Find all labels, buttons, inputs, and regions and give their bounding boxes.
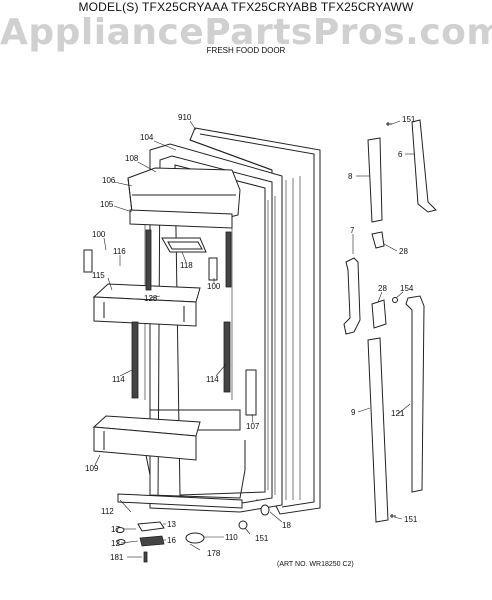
callout: 115	[92, 271, 105, 280]
callout: 108	[125, 154, 139, 163]
callout: 121	[391, 409, 405, 418]
callout: 116	[113, 247, 126, 256]
callout: 109	[85, 464, 99, 473]
callout: 118	[180, 261, 193, 270]
hinge-assembly	[115, 504, 270, 563]
egg-tray	[161, 237, 207, 253]
callout: 12	[111, 539, 120, 548]
callout: 18	[282, 521, 291, 530]
callout: 106	[102, 176, 116, 185]
callout: 107	[246, 422, 260, 431]
callout: 9	[351, 408, 356, 417]
center-bracket	[245, 369, 257, 416]
callout: 17	[111, 525, 120, 534]
callout: 104	[140, 133, 154, 142]
model-list: MODEL(S) TFX25CRYAAA TFX25CRYABB TFX25CR…	[78, 0, 414, 14]
callout: 16	[167, 536, 176, 545]
callout: 6	[398, 150, 403, 159]
callout: 28	[378, 284, 387, 293]
handle-parts	[343, 119, 437, 523]
callout: 151	[402, 115, 416, 124]
callout: 8	[348, 172, 353, 181]
dairy-bin	[129, 209, 233, 229]
callout: 910	[178, 113, 192, 122]
callout: 13	[167, 520, 176, 529]
leader-lines	[94, 120, 414, 558]
callout: 28	[399, 247, 408, 256]
callout: 100	[92, 230, 106, 239]
callout: 100	[207, 282, 221, 291]
section-title: FRESH FOOD DOOR	[206, 46, 286, 55]
callout: 112	[101, 507, 114, 516]
bin-support-rails	[83, 229, 232, 399]
callout: 151	[404, 515, 418, 524]
callout: 128	[144, 294, 158, 303]
door-bin-upper	[92, 283, 201, 327]
door-bin-lower	[92, 415, 201, 461]
callout: 110	[225, 533, 238, 542]
callout: 154	[400, 284, 414, 293]
callout: 178	[207, 549, 221, 558]
bottom-trim	[117, 493, 243, 509]
callout: 114	[112, 375, 125, 384]
callout: 151	[255, 534, 269, 543]
callout: 105	[100, 200, 114, 209]
callout: 114	[206, 375, 219, 384]
callout-labels: 910 104 108 106 105 100 116 118 115 128 …	[85, 113, 418, 562]
callout: 181	[110, 553, 124, 562]
art-number: (ART NO. WR18250 C2)	[277, 561, 354, 568]
callout: 7	[350, 226, 355, 235]
